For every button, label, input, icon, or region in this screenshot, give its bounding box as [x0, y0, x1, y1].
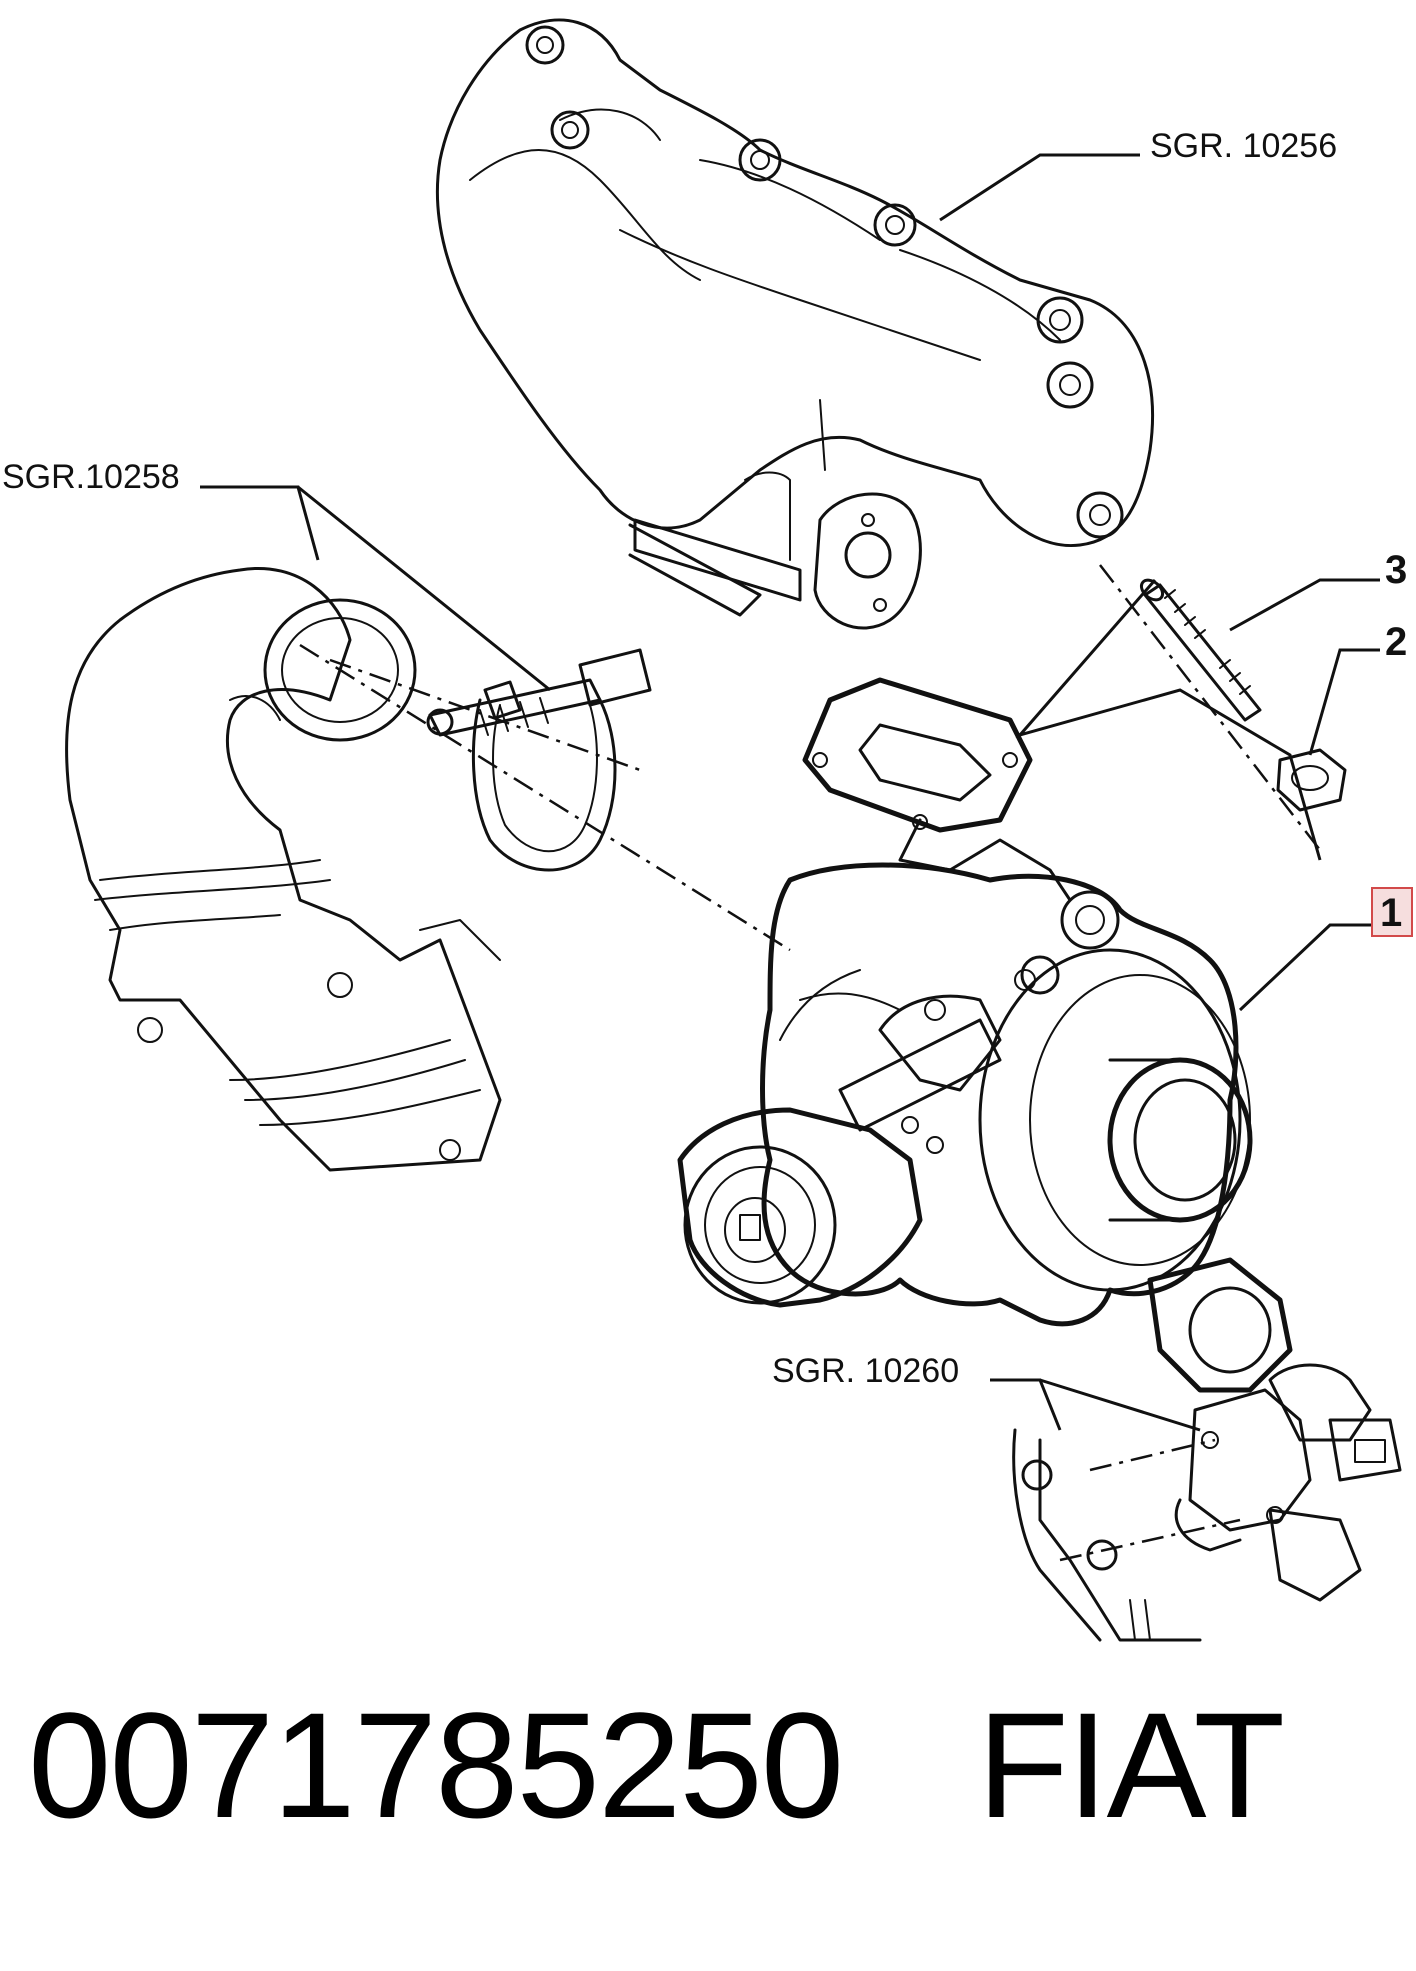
sensor-bracket-drawing — [1012, 1363, 1402, 1642]
label-sgr-10256: SGR. 10256 — [1150, 127, 1337, 165]
stud-bolt-drawing — [1139, 578, 1262, 722]
callout-1-highlight — [1371, 887, 1413, 937]
downpipe-drawing — [65, 567, 502, 1172]
label-sgr-10260: SGR. 10260 — [772, 1352, 959, 1390]
exhaust-manifold-drawing — [435, 18, 1154, 630]
clamp-axis-line — [329, 658, 641, 772]
callout-1: 1 — [1380, 891, 1402, 935]
part-number-caption: 0071785250 FIAT — [28, 1681, 1285, 1849]
leader-lines — [200, 153, 1380, 1432]
downpipe-axis-line — [299, 643, 791, 952]
nut-drawing — [1276, 748, 1347, 812]
brand-name: FIAT — [977, 1681, 1285, 1849]
clamp-drawing — [426, 648, 652, 872]
part-number: 0071785250 — [28, 1681, 844, 1849]
turbocharger-drawing — [677, 677, 1293, 1393]
callout-3: 3 — [1385, 548, 1407, 592]
label-sgr-10258: SGR.10258 — [2, 458, 180, 496]
callout-2: 2 — [1385, 620, 1407, 664]
